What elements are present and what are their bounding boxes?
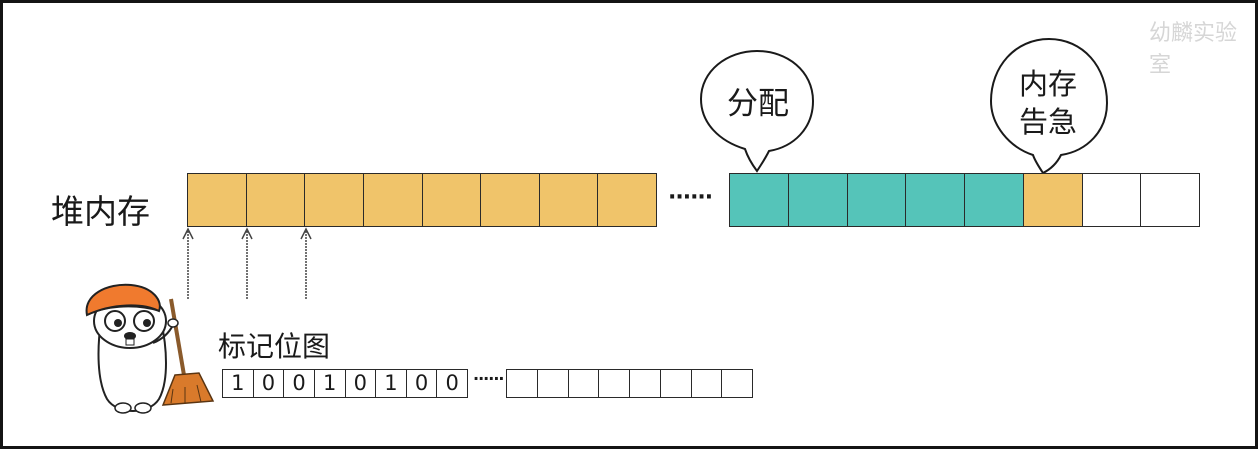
bitmap-bit	[661, 370, 692, 397]
heap-cell	[422, 174, 482, 226]
bitmap-bit	[722, 370, 752, 397]
heap-cell	[598, 174, 656, 226]
heap-cell	[246, 174, 306, 226]
bitmap-bit: 0	[346, 370, 377, 397]
bitmap-ellipsis: ······	[473, 369, 504, 388]
bitmap-bit: 1	[376, 370, 407, 397]
heap-row-left	[187, 173, 657, 227]
sweep-arrow-2	[241, 227, 253, 299]
heap-cell	[539, 174, 599, 226]
heap-row-right	[729, 173, 1200, 227]
bitmap-bit: 1	[223, 370, 254, 397]
heap-cell	[730, 174, 789, 226]
warn-bubble-line2: 告急	[1018, 105, 1077, 139]
bitmap-bit: 1	[315, 370, 346, 397]
bitmap-bit	[630, 370, 661, 397]
bitmap-bit	[538, 370, 569, 397]
bitmap-bit	[692, 370, 723, 397]
gopher-sweeper-icon	[85, 283, 215, 414]
warn-bubble-text: 内存 告急	[1003, 65, 1093, 141]
heap-cell	[906, 174, 965, 226]
sweep-arrow-1	[182, 227, 194, 299]
bitmap-bit	[599, 370, 630, 397]
diagram-drawings	[85, 37, 1109, 414]
heap-cell	[847, 174, 907, 226]
heap-ellipsis: ······	[668, 185, 713, 210]
bitmap-bit: 0	[445, 371, 459, 395]
bitmap-row-right	[506, 369, 753, 398]
bitmap-bit	[507, 370, 538, 397]
heap-cell	[1082, 174, 1142, 226]
bitmap-bit: 0	[284, 370, 315, 397]
bitmap-bit: 0	[407, 370, 438, 397]
heap-cell	[965, 174, 1024, 226]
heap-cell	[363, 174, 423, 226]
bitmap-row-left: 1 0 0 1 0 1 0 0	[222, 369, 468, 398]
warn-bubble-line1: 内存	[1018, 67, 1077, 101]
heap-cell	[188, 174, 247, 226]
watermark: 幼麟实验室	[1149, 21, 1238, 78]
warn-speech-bubble	[989, 37, 1109, 175]
heap-cell	[1141, 174, 1199, 226]
alloc-bubble-text: 分配	[727, 86, 789, 122]
heap-cell	[481, 174, 540, 226]
heap-cell	[305, 174, 364, 226]
heap-label: 堆内存	[51, 192, 150, 231]
bitmap-bit: 0	[254, 370, 285, 397]
alloc-speech-bubble	[699, 49, 815, 173]
sweep-arrow-3	[300, 227, 312, 299]
bitmap-label: 标记位图	[218, 330, 331, 363]
heap-cell	[788, 174, 848, 226]
heap-cell	[1023, 174, 1083, 226]
bitmap-bit	[569, 370, 600, 397]
